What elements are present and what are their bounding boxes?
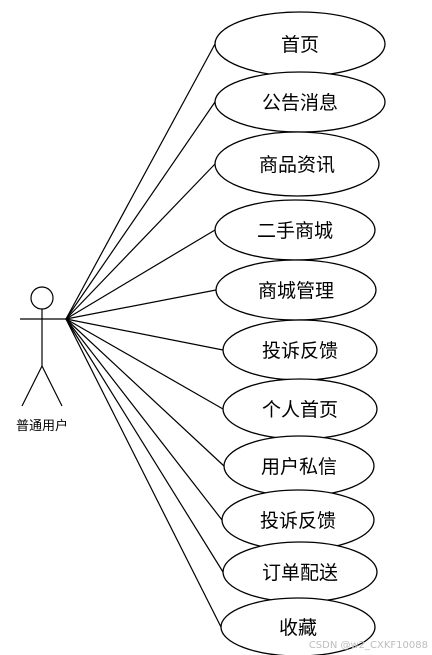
use-case-label: 二手商城 — [257, 220, 333, 242]
association-line — [65, 318, 224, 351]
use-case-ellipse — [220, 597, 376, 655]
use-case: 商品资讯 — [214, 131, 380, 197]
association-line — [65, 318, 224, 573]
use-case-label: 公告消息 — [262, 92, 338, 114]
use-case-label: 个人首页 — [262, 399, 338, 421]
actor-right-leg — [41, 365, 63, 407]
actor-left-leg — [21, 365, 43, 407]
use-case: 二手商城 — [214, 199, 376, 261]
actor-label: 普通用户 — [16, 418, 68, 434]
association-line — [65, 101, 216, 320]
watermark: CSDN @w2_CXKF10088 — [309, 640, 428, 651]
use-case-label: 商品资讯 — [259, 154, 335, 176]
use-case-label: 首页 — [281, 34, 319, 56]
association-line — [65, 318, 223, 521]
association-line — [65, 43, 216, 320]
association-lines — [65, 43, 225, 628]
association-line — [65, 318, 222, 628]
actor-head — [30, 286, 54, 310]
association-line — [65, 318, 224, 410]
use-case: 投诉反馈 — [222, 319, 378, 381]
use-case-label: 收藏 — [279, 617, 317, 639]
association-line — [65, 229, 216, 320]
use-case: 公告消息 — [214, 71, 386, 133]
use-case: 收藏 — [220, 597, 376, 655]
association-line — [65, 163, 216, 320]
use-case-label: 用户私信 — [261, 456, 337, 478]
use-case: 用户私信 — [223, 435, 375, 497]
use-case-label: 商城管理 — [258, 280, 334, 302]
use-case: 个人首页 — [222, 378, 378, 440]
association-line — [65, 289, 217, 320]
association-line — [65, 318, 225, 467]
actor-user: 普通用户 — [16, 286, 68, 434]
use-case-label: 订单配送 — [262, 562, 338, 584]
use-case-ellipse — [214, 131, 380, 197]
use-case-label: 投诉反馈 — [260, 510, 336, 532]
use-case: 订单配送 — [222, 541, 378, 603]
use-case: 商城管理 — [215, 259, 377, 321]
use-case: 首页 — [214, 11, 386, 77]
use-case-label: 投诉反馈 — [262, 340, 338, 362]
use-case: 投诉反馈 — [221, 489, 375, 551]
